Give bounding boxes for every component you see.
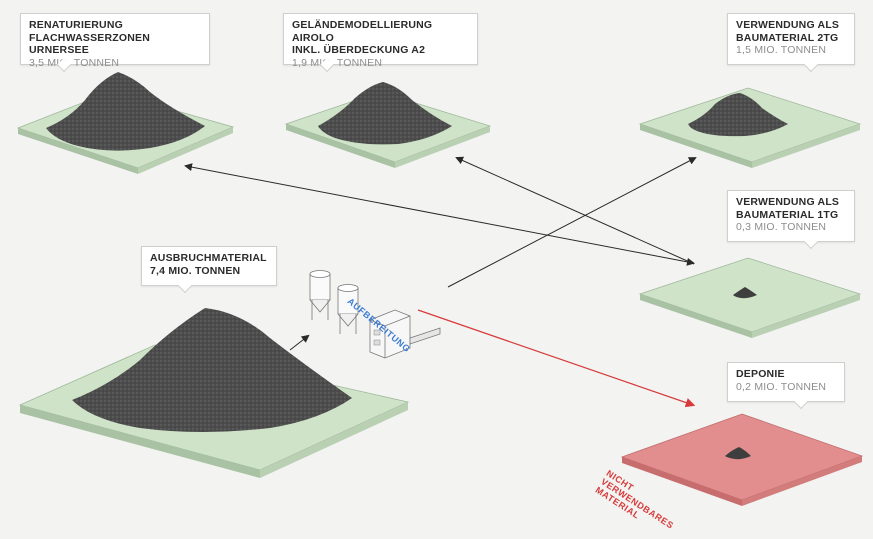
arrow-to-deponie — [417, 309, 696, 408]
arrow-plant-to-2tg — [447, 157, 697, 288]
callout-baumaterial-2tg: VERWENDUNG ALS BAUMATERIAL 2TG 1,5 MIO. … — [727, 13, 855, 65]
callout-2tg-value: 1,5 MIO. TONNEN — [736, 44, 827, 56]
callout-1tg-title-1: VERWENDUNG ALS — [736, 196, 840, 208]
silo-2 — [337, 284, 359, 334]
arrow-pile-to-plant — [289, 334, 310, 351]
callout-1tg-title-2: BAUMATERIAL 1TG — [736, 208, 839, 221]
callout-renaturierung-value: 3,5 MIO. TONNEN — [29, 56, 120, 69]
pile-renaturierung — [46, 72, 205, 151]
callout-renaturierung-title-1: RENATURIERUNG — [29, 19, 123, 31]
silo-1 — [309, 270, 331, 320]
callout-ausbruch-title: AUSBRUCHMATERIAL — [150, 252, 267, 264]
callout-deponie-value: 0,2 MIO. TONNEN — [736, 380, 827, 393]
callout-renaturierung: RENATURIERUNG FLACHWASSERZONEN URNERSEE … — [20, 13, 210, 69]
plate-baumaterial-1tg — [638, 257, 862, 338]
callout-deponie: DEPONIE 0,2 MIO. TONNEN — [727, 362, 845, 402]
callout-baumaterial-1tg: VERWENDUNG ALS BAUMATERIAL 1TG 0,3 MIO. … — [727, 190, 855, 242]
callout-gelaende-title-2: INKL. ÜBERDECKUNG A2 — [292, 44, 426, 56]
callout-2tg-title-1: VERWENDUNG ALS — [736, 19, 840, 31]
callout-gelaendemodellierung: GELÄNDEMODELLIERUNG AIROLO INKL. ÜBERDEC… — [283, 13, 478, 69]
callout-1tg-value: 0,3 MIO. TONNEN — [736, 221, 827, 233]
callout-gelaende-value: 1,9 MIO. TONNEN — [292, 56, 383, 69]
callout-ausbruch-value: 7,4 MIO. TONNEN — [150, 264, 241, 277]
arrow-renaturierung-to-1tg — [184, 163, 695, 266]
callout-renaturierung-title-2: FLACHWASSERZONEN URNERSEE — [29, 31, 151, 57]
pile-baumaterial-1tg — [733, 287, 757, 299]
arrow-gelaende-to-1tg — [455, 156, 695, 265]
pile-gelaendemodellierung — [318, 82, 452, 145]
building — [369, 309, 441, 359]
pile-baumaterial-2tg — [688, 93, 788, 137]
callout-ausbruch: AUSBRUCHMATERIAL 7,4 MIO. TONNEN — [141, 246, 277, 286]
pile-ausbruch — [72, 308, 352, 432]
callout-deponie-title: DEPONIE — [736, 368, 785, 380]
processing-plant — [309, 270, 441, 359]
pile-deponie — [725, 447, 751, 460]
plate-deponie — [620, 413, 864, 506]
callout-gelaende-title-1: GELÄNDEMODELLIERUNG AIROLO — [292, 19, 433, 44]
callout-2tg-title-2: BAUMATERIAL 2TG — [736, 31, 839, 44]
